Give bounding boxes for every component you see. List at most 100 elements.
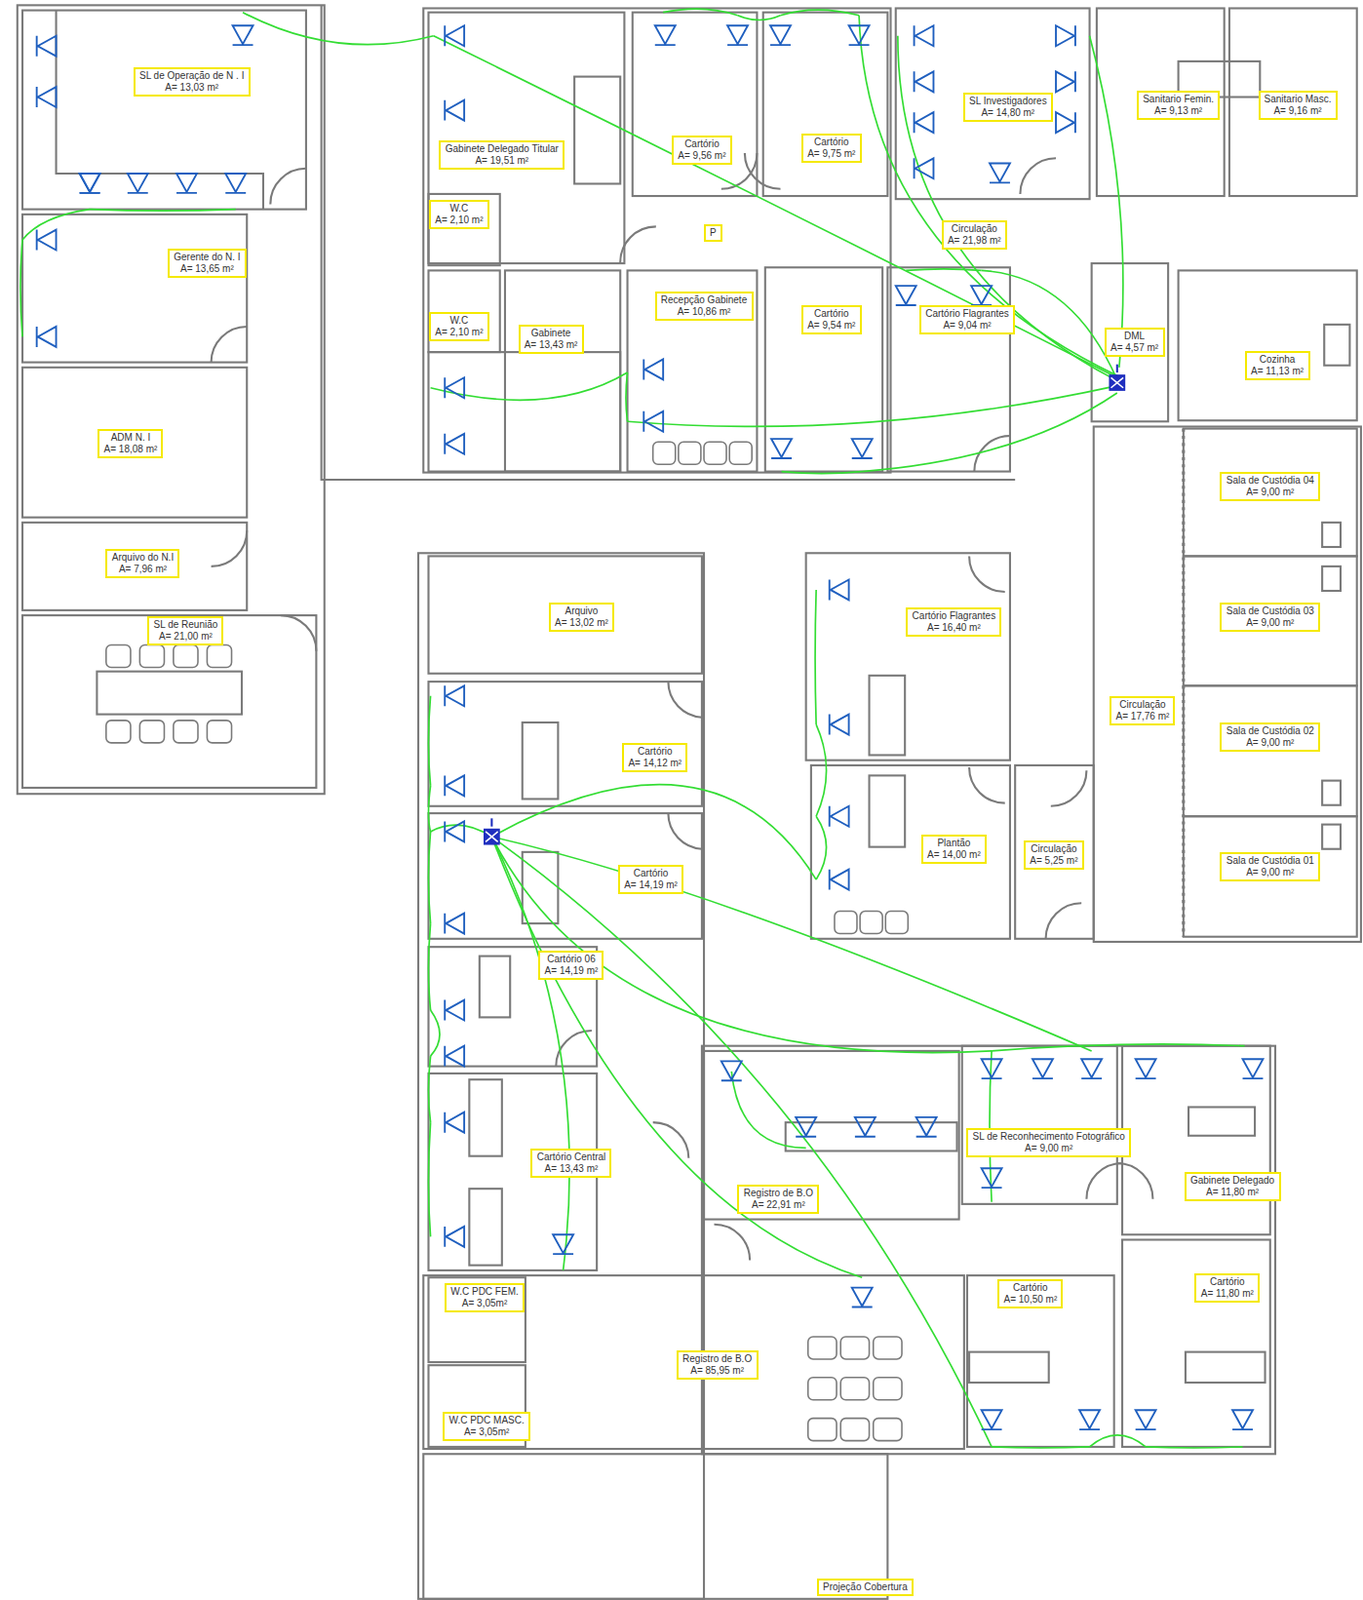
room-area: A= 13,65 m² xyxy=(172,263,242,275)
room-area: A= 18,08 m² xyxy=(102,443,158,456)
outlet-mark xyxy=(795,1117,817,1137)
cable-run xyxy=(991,1446,1090,1448)
room-label: Cartório FlagrantesA= 16,40 m² xyxy=(905,607,1002,637)
network-outlet xyxy=(444,1112,465,1133)
network-outlet xyxy=(989,163,1011,184)
outlet-mark xyxy=(1055,112,1076,133)
outlet-mark xyxy=(37,326,57,348)
cable-run xyxy=(738,15,781,21)
network-outlet xyxy=(444,1226,465,1247)
outlet-mark xyxy=(770,25,791,45)
network-outlet xyxy=(643,358,663,380)
network-outlet xyxy=(176,173,197,194)
room-area: A= 10,86 m² xyxy=(660,306,749,318)
network-outlet xyxy=(829,579,850,600)
network-rack xyxy=(483,828,501,846)
network-outlet xyxy=(981,1409,1003,1430)
network-outlet xyxy=(444,377,465,398)
outlet-mark xyxy=(1055,71,1076,92)
outlet-mark xyxy=(37,230,57,251)
room-area: A= 7,96 m² xyxy=(110,563,175,576)
room-name: Cartório xyxy=(626,745,683,758)
room-name: W.C PDC MASC. xyxy=(447,1414,526,1427)
room-label: CartórioA= 9,56 m² xyxy=(671,135,733,165)
outlet-mark xyxy=(1243,1058,1264,1079)
network-outlet xyxy=(914,112,935,133)
outlet-mark xyxy=(727,25,748,45)
outlet-mark xyxy=(552,1234,574,1254)
outlet-mark xyxy=(771,438,792,459)
room-label: PlantãoA= 14,00 m² xyxy=(921,834,987,864)
room-area: A= 13,43 m² xyxy=(523,339,580,351)
room-area: A= 9,00 m² xyxy=(1224,617,1316,629)
room-label: Sala de Custódia 02A= 9,00 m² xyxy=(1219,722,1321,752)
room-name: W.C PDC FEM. xyxy=(449,1285,520,1298)
network-outlet xyxy=(771,438,792,459)
outlet-mark xyxy=(176,173,197,194)
cable-run xyxy=(861,392,1118,472)
room-area: A= 85,95 m² xyxy=(681,1364,754,1377)
room-area: A= 13,43 m² xyxy=(535,1163,607,1175)
room-name: SL de Reconhecimento Fotográfico xyxy=(971,1130,1127,1143)
network-outlet xyxy=(552,1234,574,1254)
network-outlet xyxy=(127,173,149,194)
network-outlet xyxy=(727,25,748,45)
outlet-mark xyxy=(895,285,917,306)
outlet-mark xyxy=(829,579,850,600)
network-outlet xyxy=(1135,1058,1157,1079)
cable-run xyxy=(1090,36,1124,368)
room-label: CirculaçãoA= 5,25 m² xyxy=(1023,840,1085,870)
outlet-mark xyxy=(914,25,935,46)
room-name: SL Investigadores xyxy=(968,95,1049,108)
network-outlet xyxy=(721,1060,742,1081)
network-outlet xyxy=(1032,1058,1053,1079)
outlet-mark xyxy=(829,806,850,827)
room-label: ADM N. IA= 18,08 m² xyxy=(97,428,163,459)
room-name: Projeção Cobertura xyxy=(821,1581,909,1594)
network-outlet xyxy=(852,438,873,459)
room-label: Sala de Custódia 03A= 9,00 m² xyxy=(1219,602,1321,632)
room-label: CartórioA= 9,75 m² xyxy=(801,133,862,163)
room-name: ADM N. I xyxy=(102,431,158,444)
room-label: Sala de Custódia 04A= 9,00 m² xyxy=(1219,471,1321,502)
room-name: Cartório xyxy=(623,867,679,880)
network-outlet xyxy=(1079,1409,1100,1430)
network-outlet xyxy=(981,1168,1003,1188)
room-name: Cozinha xyxy=(1249,353,1306,366)
outlet-mark xyxy=(914,112,935,133)
cable-run xyxy=(428,1122,430,1237)
room-name: Registro de B.O xyxy=(681,1353,754,1365)
outlet-mark xyxy=(1032,1058,1053,1079)
outlet-mark xyxy=(852,1287,873,1308)
rack-mark xyxy=(1111,377,1125,388)
cable-run xyxy=(816,816,826,880)
outlet-mark xyxy=(855,1117,876,1137)
room-label: CartórioA= 11,80 m² xyxy=(1194,1273,1260,1303)
outlet-mark xyxy=(225,173,246,194)
cable-run xyxy=(897,36,1116,381)
room-name: Cartório 06 xyxy=(543,953,599,966)
outlet-mark xyxy=(914,157,935,179)
room-area: A= 14,80 m² xyxy=(968,107,1049,119)
network-outlet xyxy=(643,411,663,432)
room-area: A= 9,56 m² xyxy=(676,150,728,162)
room-name: Sala de Custódia 03 xyxy=(1224,605,1316,618)
network-outlet xyxy=(1243,1058,1264,1079)
network-outlet xyxy=(37,36,57,57)
room-area: A= 21,00 m² xyxy=(152,630,219,643)
network-outlet xyxy=(1232,1409,1253,1430)
network-outlet xyxy=(914,71,935,92)
outlet-mark xyxy=(444,1000,465,1021)
cable-run xyxy=(662,8,738,16)
room-label: SL de ReuniãoA= 21,00 m² xyxy=(147,616,224,646)
cable-run xyxy=(491,836,992,1447)
cable-run xyxy=(20,239,23,337)
network-outlet xyxy=(444,25,465,46)
rack-mark xyxy=(485,831,499,842)
room-label: Projeção Cobertura xyxy=(817,1578,914,1597)
cable-run xyxy=(430,372,628,400)
room-label: Cartório 06A= 14,19 m² xyxy=(538,950,604,980)
outlet-mark xyxy=(37,36,57,57)
network-outlet xyxy=(79,173,101,194)
